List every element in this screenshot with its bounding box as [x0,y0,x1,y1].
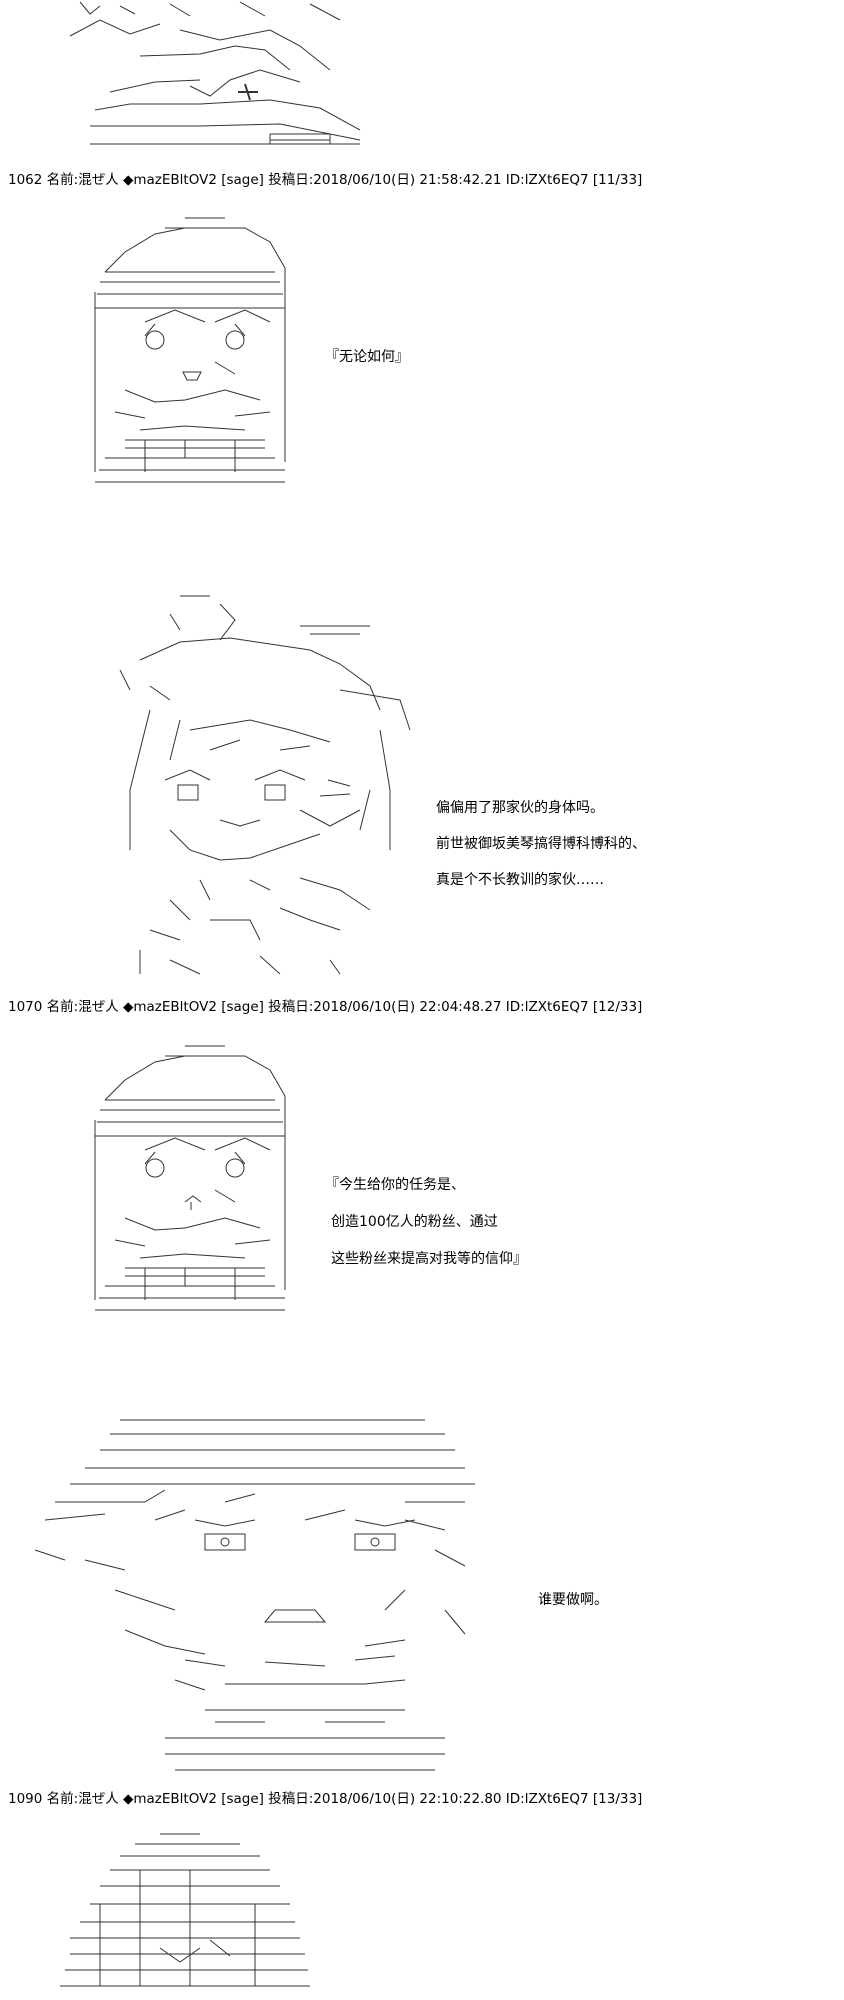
dialogue-line: 偏偏用了那家伙的身体吗。 [436,800,604,816]
ascii-art-drawing [69,1,361,145]
character-drawing [94,217,286,483]
ascii-art-character-2 [110,590,430,980]
dialogue-line: 前世被御坂美琴搞得博科博科的、 [436,836,646,852]
dialogue-line: 这些粉丝来提高对我等的信仰』 [331,1251,527,1267]
dialogue-line: 谁要做啊。 [538,1592,608,1608]
ascii-art-character-4 [25,1410,495,1780]
character-drawing [60,1833,310,1987]
ascii-art-character-1070 [85,1040,295,1330]
dialogue-1070: 『今生给你的任务是、 创造100亿人的粉丝、通过 这些粉丝来提高对我等的信仰』 [325,1167,527,1278]
post-header-1070: 1070 名前:混ぜ人 ◆mazEBltOV2 [sage] 投稿日:2018/… [8,999,643,1015]
dialogue-1062: 『无论如何』 [325,340,409,375]
character-drawing [94,1045,286,1311]
dialogue-line: 『无论如何』 [325,349,409,365]
ascii-art-figure-top [60,0,380,160]
dialogue-line: 创造100亿人的粉丝、通过 [331,1214,498,1230]
dialogue-line: 真是个不长教训的家伙…… [436,872,604,888]
dialogue-line: 『今生给你的任务是、 [325,1177,465,1193]
post-header-1062: 1062 名前:混ぜ人 ◆mazEBltOV2 [sage] 投稿日:2018/… [8,172,643,188]
post-header-1090: 1090 名前:混ぜ人 ◆mazEBltOV2 [sage] 投稿日:2018/… [8,1791,643,1807]
ascii-art-character-1090 [40,1830,320,2000]
dialogue-2: 偏偏用了那家伙的身体吗。 前世被御坂美琴搞得博科博科的、 真是个不长教训的家伙…… [436,790,646,898]
character-drawing [119,595,411,975]
dialogue-4: 谁要做啊。 [538,1583,608,1618]
character-drawing [34,1419,475,1771]
ascii-art-character-1062 [85,212,295,502]
